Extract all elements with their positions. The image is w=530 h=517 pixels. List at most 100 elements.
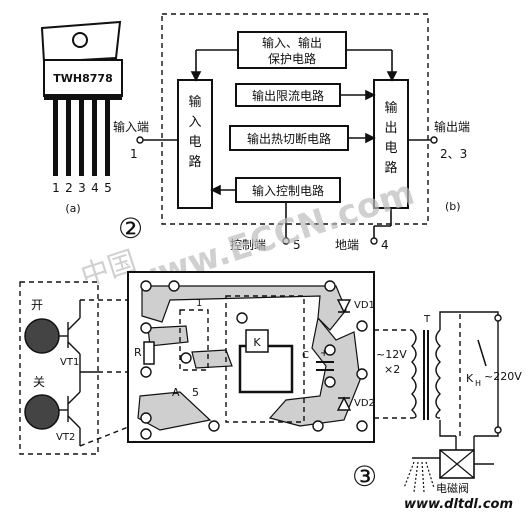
vt2-label: VT2: [56, 432, 75, 443]
lead-lower: [79, 419, 147, 447]
figure-number-3: ③: [352, 460, 377, 493]
relay-k-label: K: [253, 336, 261, 349]
ic-pin: [53, 100, 58, 176]
touch-plate-frame: [19, 281, 99, 455]
transformer-secondary: [435, 329, 441, 419]
caption-a: (a): [65, 202, 80, 215]
ic-pin: [105, 100, 110, 176]
mains-wire: [439, 311, 499, 437]
relay-kh-sub: H: [475, 379, 481, 388]
figure-number-2: ②: [118, 212, 143, 245]
transistor-vt2: [59, 372, 81, 446]
input-terminal-pin: 1: [130, 147, 138, 161]
valve-label: 电磁阀: [436, 481, 469, 495]
ic-footprint-inner: [238, 344, 294, 394]
pcb-trace: [141, 285, 347, 331]
block-diagram: 输 入 电 路 输 出 电 路 输入、输出 保护电路 输出限流电路 输出热切断电…: [113, 13, 470, 252]
output-circuit-char: 出: [384, 121, 397, 136]
resistor-r: [143, 341, 155, 365]
ic-pin-label: 1: [52, 181, 60, 195]
touch-plate-close: [24, 394, 60, 430]
output-terminal-pin: 2、3: [440, 147, 467, 161]
control-terminal-pin: 5: [293, 238, 301, 252]
vd2-label: VD2: [354, 398, 375, 409]
pcb-pads: [140, 280, 368, 440]
pin-1-label: 1: [196, 298, 202, 309]
voltage-12v-label: ~12V: [376, 348, 407, 361]
pcb-trace: [191, 349, 233, 369]
input-control-label: 输入控制电路: [252, 183, 324, 198]
transformer-primary: [411, 329, 417, 419]
pcb-trace: [137, 391, 212, 431]
mains-wire: [439, 420, 456, 437]
water-spray-icon: [403, 461, 435, 493]
control-terminal-dot: [282, 237, 290, 245]
close-label: 关: [33, 375, 45, 389]
input-circuit-char: 电: [188, 135, 201, 150]
thermal-cutoff-box: [229, 125, 349, 151]
relay-kh-label: K: [466, 372, 474, 385]
output-circuit-char: 输: [384, 100, 397, 116]
ground-terminal-dot: [370, 237, 378, 245]
ground-terminal-pin: 4: [381, 238, 389, 252]
point-5-label: 5: [192, 386, 199, 399]
thermal-cutoff-label: 输出热切断电路: [247, 131, 331, 146]
diode-vd2: [336, 396, 352, 411]
transistor-vt1: [59, 300, 81, 372]
output-terminal-dot: [430, 136, 438, 144]
ic-part-number: TWH8778: [53, 72, 112, 85]
current-limit-label: 输出限流电路: [252, 88, 324, 103]
ground-terminal-label: 地端: [335, 238, 359, 252]
input-control-box: [235, 177, 341, 203]
ic-footprint: [225, 295, 305, 423]
input-terminal-dot: [136, 136, 144, 144]
voltage-x2-label: ×2: [384, 363, 400, 376]
ic-package: TWH8778 1 2 3 4 5 (a): [40, 20, 123, 215]
capacitor-c-label: C: [302, 350, 309, 361]
caption-b: (b): [445, 200, 461, 213]
diode-vd1: [336, 299, 352, 314]
mains-voltage-label: ~220V: [484, 370, 522, 383]
ic-body-base: [44, 94, 122, 100]
chip-boundary: [161, 13, 429, 225]
ic-body: [43, 59, 123, 97]
ic-pin-label: 5: [104, 181, 112, 195]
ic-pin-area: [179, 309, 209, 371]
transformer-t-label: T: [423, 314, 431, 325]
ic-pin: [92, 100, 97, 176]
open-label: 开: [31, 298, 43, 312]
output-terminal-label: 输出端: [434, 119, 470, 134]
ic-pins: [53, 100, 110, 176]
capacitor-plus-label: +: [320, 348, 328, 359]
valve-pipe: [412, 457, 494, 465]
input-circuit-box: [177, 79, 213, 209]
touch-plate-open: [24, 318, 60, 354]
output-circuit-char: 电: [384, 141, 397, 156]
resistor-r-label: R: [134, 346, 142, 359]
pcb-trace: [147, 325, 189, 347]
point-a-label: A: [172, 386, 180, 399]
ic-pin-label: 4: [91, 181, 99, 195]
block-arrows: [142, 49, 432, 238]
relay-k: [245, 329, 269, 353]
protect-circuit-line2: 保护电路: [268, 51, 316, 66]
vd1-label: VD1: [354, 300, 375, 311]
vt1-label: VT1: [60, 357, 79, 368]
input-circuit-char: 输: [188, 94, 201, 110]
input-circuit-char: 路: [188, 154, 201, 170]
control-terminal-label: 控制端: [230, 238, 266, 252]
input-terminal-label: 输入端: [113, 119, 149, 134]
ic-mount-hole: [72, 32, 88, 48]
protect-circuit-box: [237, 31, 347, 69]
relay-contact: [477, 339, 487, 367]
ic-pin: [66, 100, 71, 176]
touch-switch-circuit: 开 关 VT1 VT2: [19, 271, 522, 495]
ic-pin-label: 2: [65, 181, 73, 195]
protect-circuit-line1: 输入、输出: [262, 35, 322, 50]
footer-watermark: www.dltdl.com: [404, 497, 513, 512]
input-circuit-char: 入: [188, 115, 201, 130]
ic-pin: [79, 100, 84, 176]
output-circuit-char: 路: [384, 160, 397, 176]
